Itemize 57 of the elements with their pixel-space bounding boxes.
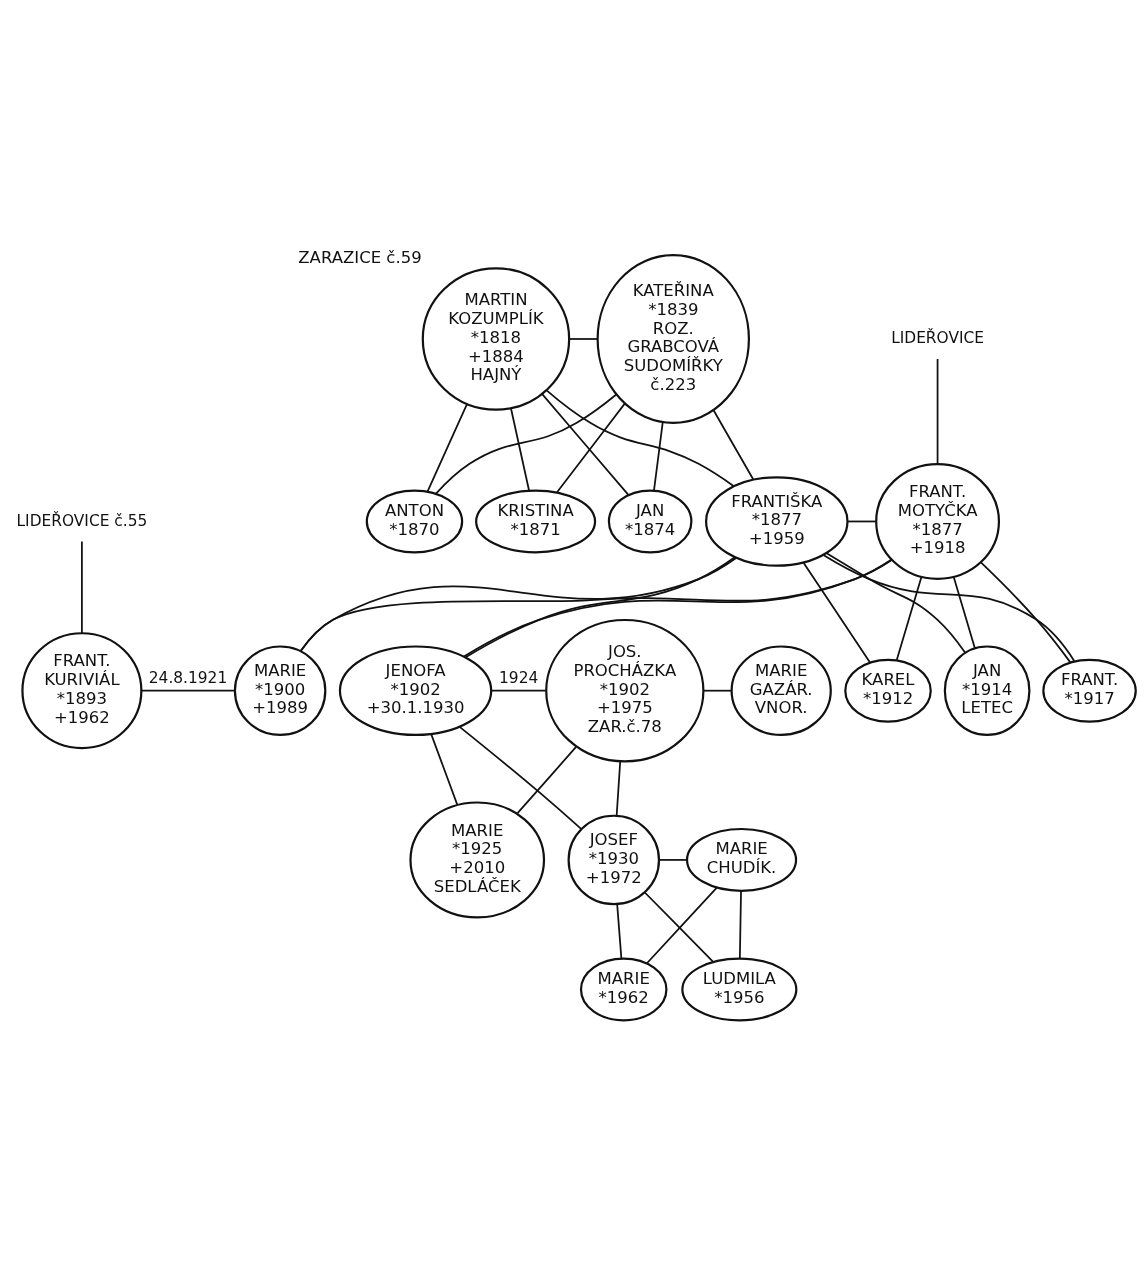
connector <box>825 552 966 654</box>
connector <box>81 540 83 634</box>
connector <box>846 520 877 523</box>
connector <box>490 689 547 692</box>
node-ellipse: JAN *1874 <box>607 489 693 554</box>
connector <box>464 556 736 659</box>
node-ellipse: MARIE CHUDÍK. <box>685 827 798 892</box>
connector <box>895 576 923 661</box>
connector <box>739 890 742 959</box>
connector <box>516 746 577 815</box>
node-circle: KATEŘINA *1839 ROZ. GRABCOVÁ SUDOMÍŘKY č.223 <box>596 253 750 425</box>
connector <box>952 576 976 649</box>
connector <box>615 760 622 817</box>
connector <box>546 389 735 487</box>
node-ellipse: JOS. PROCHÁZKA *1902 +1975 ZAR.č.78 <box>545 618 705 763</box>
node-ellipse: JENOFA *1902 +30.1.1930 <box>338 645 493 736</box>
edge-label: 24.8.1921 <box>148 669 228 688</box>
connector <box>702 689 733 692</box>
node-ellipse: KAREL *1912 <box>844 658 932 723</box>
node-ellipse: ANTON *1870 <box>365 489 464 554</box>
node-circle: MARIE *1900 +1989 <box>233 645 327 736</box>
connector <box>541 393 630 496</box>
connector <box>458 725 583 830</box>
node-circle: JAN *1914 LETEC <box>943 645 1031 736</box>
connector <box>510 407 530 492</box>
connector <box>980 561 1072 664</box>
connector <box>802 562 871 663</box>
connector <box>299 559 893 652</box>
connector <box>430 733 459 806</box>
node-text: LIDEŘOVICE č.55 <box>16 511 148 530</box>
connector <box>568 338 599 340</box>
node-ellipse: LUDMILA *1956 <box>681 957 798 1022</box>
connector <box>658 859 688 861</box>
node-circle: MARTIN KOZUMPLÍK *1818 +1884 HAJNÝ <box>421 267 571 411</box>
node-ellipse: FRANT. *1917 <box>1042 658 1137 723</box>
connector <box>822 554 1076 662</box>
edge-label: 1924 <box>499 669 539 688</box>
node-ellipse: FRANTIŠKA *1877 +1959 <box>705 476 849 567</box>
node-circle: JOSEF *1930 +1972 <box>567 814 661 906</box>
connector <box>712 409 755 481</box>
connector <box>653 421 664 491</box>
node-label: ZARAZICE č.59 <box>298 247 422 267</box>
node-ellipse: MARIE *1925 +2010 SEDLÁČEK <box>409 801 546 919</box>
connector <box>426 403 468 493</box>
node-ellipse: MARIE *1962 <box>579 957 668 1022</box>
connector <box>556 402 626 493</box>
node-ellipse: MARIE GAZÁR. VNOR. <box>730 645 832 736</box>
node-text: LIDEŘOVICE <box>891 329 984 348</box>
connector <box>300 557 737 652</box>
connector <box>140 689 236 692</box>
node-circle: FRANT. KURIVIÁL *1893 +1962 <box>21 632 143 750</box>
node-ellipse: KRISTINA *1871 <box>475 489 597 554</box>
connector <box>463 558 893 658</box>
node-circle: FRANT. MOTYČKA *1877 +1918 <box>875 462 1001 580</box>
connector <box>616 903 623 960</box>
connector <box>936 358 939 465</box>
connector <box>435 393 618 495</box>
